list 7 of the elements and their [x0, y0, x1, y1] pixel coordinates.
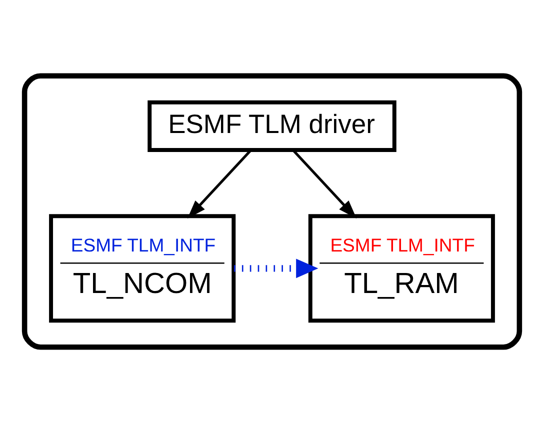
cluster — [22, 73, 522, 350]
arrow — [234, 258, 318, 278]
node-box: ESMF TLM_INTF TL_RAM — [308, 214, 495, 323]
node-box: ESMF TLM_INTF TL_NCOM — [49, 214, 236, 323]
arrow — [292, 150, 357, 218]
arrow — [187, 150, 252, 218]
node-box: ESMF TLM driver — [148, 100, 396, 152]
